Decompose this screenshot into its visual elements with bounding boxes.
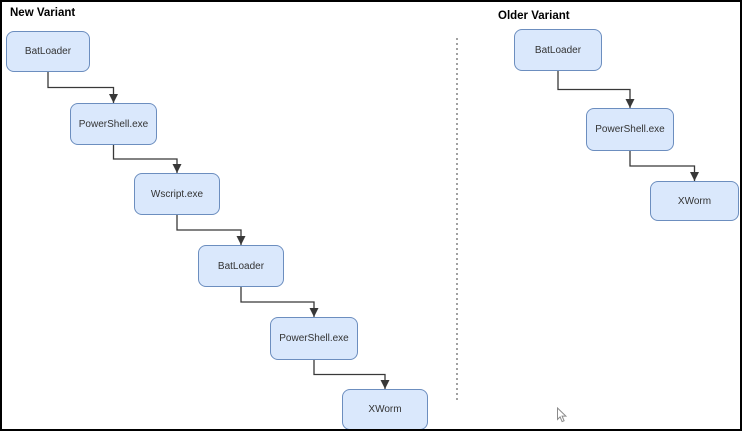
- connector-arrow: [112, 145, 182, 173]
- section-title-new-variant: New Variant: [10, 7, 76, 19]
- process-node-label: BatLoader: [534, 44, 582, 56]
- process-node-label: BatLoader: [24, 46, 72, 57]
- process-node-label: BatLoader: [217, 260, 265, 272]
- process-node-label: Wscript.exe: [150, 188, 204, 200]
- process-node-label: XWorm: [368, 404, 402, 415]
- connector-arrow: [240, 287, 319, 317]
- process-node-batloader: BatLoader: [6, 31, 90, 72]
- process-node-powershell-exe: PowerShell.exe: [586, 108, 674, 151]
- process-node-label: XWorm: [677, 195, 712, 207]
- process-node-xworm: XWorm: [650, 181, 739, 221]
- connector-arrow: [176, 215, 246, 245]
- process-node-label: PowerShell.exe: [595, 124, 665, 135]
- process-node-label: PowerShell.exe: [279, 333, 349, 344]
- process-node-batloader: BatLoader: [514, 29, 602, 71]
- process-node-batloader: BatLoader: [198, 245, 284, 287]
- connector-arrow: [629, 151, 700, 181]
- connector-arrow: [47, 72, 119, 103]
- process-node-label: PowerShell.exe: [78, 118, 149, 130]
- connector-arrow: [313, 360, 390, 389]
- mouse-cursor-icon: [557, 407, 568, 423]
- process-node-wscript-exe: Wscript.exe: [134, 173, 220, 215]
- process-node-powershell-exe: PowerShell.exe: [270, 317, 358, 360]
- connector-arrow: [557, 71, 635, 108]
- process-node-powershell-exe: PowerShell.exe: [70, 103, 157, 145]
- process-node-xworm: XWorm: [342, 389, 428, 430]
- section-title-older-variant: Older Variant: [498, 10, 570, 22]
